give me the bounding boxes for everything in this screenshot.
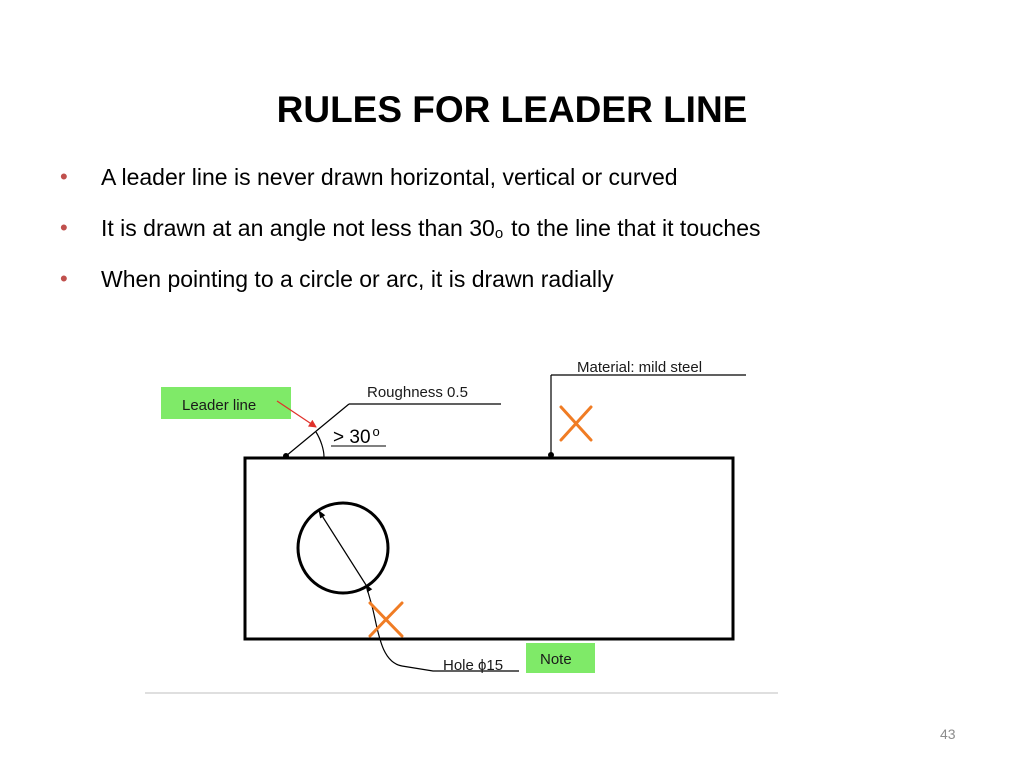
bullet-item: • It is drawn at an angle not less than … [60,211,760,262]
bullet-item: • When pointing to a circle or arc, it i… [60,262,760,313]
roughness-leader-dot [283,453,289,459]
wrong-mark-cross-icon [368,601,404,638]
slide-title: RULES FOR LEADER LINE [276,89,748,130]
leader-line-tag-label: Leader line [182,397,256,414]
degree-superscript: o [494,225,504,242]
note-tag [526,643,595,673]
angle-value: > 30 [333,427,371,448]
angle-arc [315,431,325,458]
angle-superscript: o [373,424,380,439]
page-number: 43 [940,726,956,742]
roughness-leader-line [285,403,350,457]
material-label: Material: mild steel [577,359,702,376]
pointer-arrow [276,400,317,428]
bullet-text: to the line that it touches [511,215,761,241]
part-outline [243,456,735,641]
diameter-line [318,510,373,593]
roughness-label: Roughness 0.5 [367,384,468,401]
bullet-marker: • [60,164,68,189]
bullet-list: • A leader line is never drawn horizonta… [60,160,760,313]
bullet-text: When pointing to a circle or arc, it is … [101,266,614,292]
wrong-mark-cross-icon [559,405,593,442]
bullet-text: A leader line is never drawn horizontal,… [101,164,678,190]
leader-line-tag [161,387,291,419]
bullet-text: It is drawn at an angle not less than 30 [101,215,495,241]
note-tag-label: Note [540,651,572,668]
hole-leader-line [365,584,519,672]
bullet-marker: • [60,215,68,240]
material-leader-dot [548,452,554,458]
bullet-marker: • [60,266,68,291]
hole-circle [296,501,390,595]
hole-label: Hole ϕ15 [443,657,503,674]
bullet-item: • A leader line is never drawn horizonta… [60,160,760,211]
